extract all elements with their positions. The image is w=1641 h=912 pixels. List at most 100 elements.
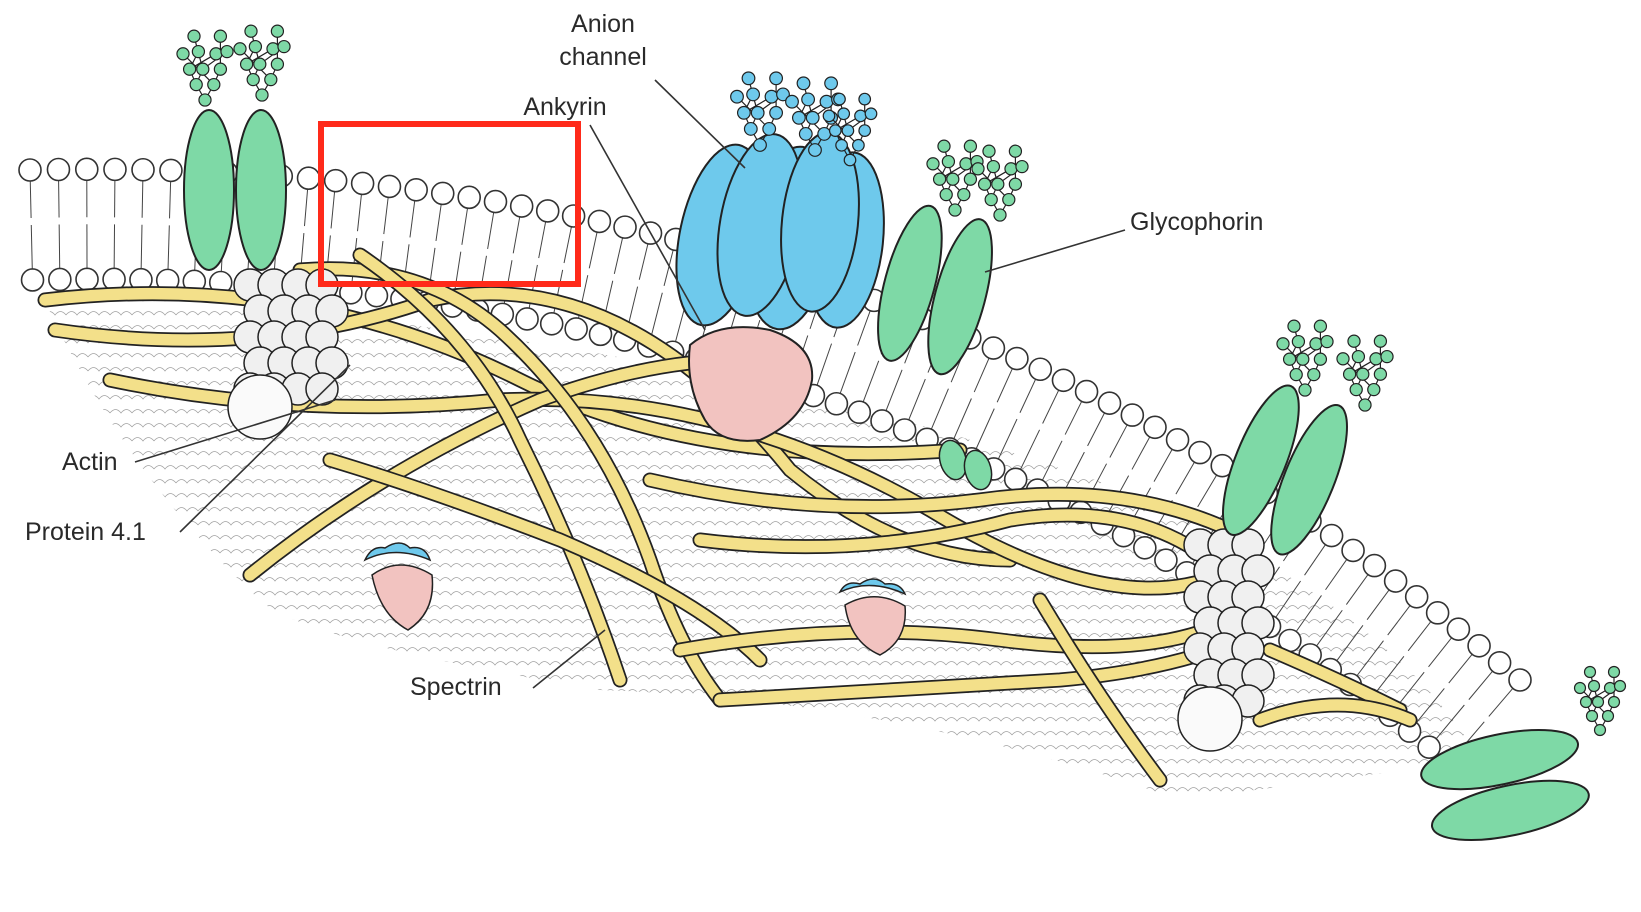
glycan-sugar <box>747 88 760 101</box>
glycan-sugar <box>1374 335 1386 347</box>
lipid-head-inner <box>565 318 587 340</box>
lipid-tail <box>817 344 832 386</box>
lipid-tail <box>436 204 441 241</box>
glycan-sugar <box>221 46 233 58</box>
lipid-tail <box>170 181 171 218</box>
glycan-sugar <box>947 173 959 185</box>
glycan-sugar <box>267 43 279 55</box>
glycan-sugar <box>949 204 961 216</box>
svg-text:Anion: Anion <box>571 10 635 38</box>
glycan-sugar <box>199 94 211 106</box>
glycan-sugar <box>960 158 972 170</box>
svg-text:Glycophorin: Glycophorin <box>1130 208 1263 236</box>
glycan-sugar <box>754 139 767 152</box>
glycan-sugar <box>214 30 226 42</box>
glycan-sugar <box>1593 697 1604 708</box>
glycan-sugar <box>1005 163 1017 175</box>
glycan-sugar <box>241 58 253 70</box>
lipid-tail <box>858 311 871 346</box>
glycan-sugar <box>972 163 984 175</box>
glycan-sugar <box>1009 178 1021 190</box>
glycan-sugar <box>818 128 831 141</box>
lipid-head-outer <box>1342 539 1364 561</box>
glycan-sugar <box>979 178 991 190</box>
glycan-sugar <box>1575 683 1586 694</box>
glycophorin-helix <box>184 110 234 270</box>
lipid-tail <box>304 189 307 226</box>
svg-text:Actin: Actin <box>62 448 118 476</box>
lipid-tail <box>974 358 989 392</box>
glycan-sugar <box>770 72 783 85</box>
lipid-tail <box>384 197 388 234</box>
lipid-head-outer <box>588 210 610 232</box>
lipid-tail <box>954 398 972 438</box>
lipid-tail <box>1326 559 1347 589</box>
label-glycophorin: Glycophorin <box>985 208 1263 272</box>
glycan-sugar <box>190 79 202 91</box>
glycan-sugar <box>184 63 196 75</box>
glycan-sugar <box>793 111 806 124</box>
lipid-tail <box>614 238 622 274</box>
glycan-sugar <box>1348 335 1360 347</box>
glycan-sugar <box>940 189 952 201</box>
glycan-sugar <box>859 93 871 105</box>
lipid-head-inner <box>49 268 71 290</box>
glycan-sugar <box>245 25 257 37</box>
glycan-sugar <box>799 128 812 141</box>
lipid-head-inner <box>365 285 387 307</box>
lipid-tail <box>1176 462 1195 494</box>
glycan-sugar <box>1357 368 1369 380</box>
lipid-head-outer <box>1385 570 1407 592</box>
glycan-sugar <box>738 106 751 119</box>
lipid-tail <box>141 225 142 269</box>
lipid-tail <box>840 352 855 393</box>
svg-text:Protein 4.1: Protein 4.1 <box>25 518 146 546</box>
lipid-head-inner <box>848 401 870 423</box>
glycan-sugar <box>1368 384 1380 396</box>
lipid-tail <box>1020 379 1036 413</box>
lipid-tail <box>1088 413 1105 446</box>
lipid-tail <box>168 225 169 269</box>
glycan-sugar <box>1352 351 1364 363</box>
svg-text:Ankyrin: Ankyrin <box>523 93 606 121</box>
glycan-sugar <box>1288 320 1300 332</box>
lipid-head-outer <box>1121 404 1143 426</box>
svg-text:channel: channel <box>559 43 647 71</box>
lipid-tail <box>1408 622 1431 651</box>
lipid-tail <box>1449 654 1472 683</box>
glycan-sugar <box>836 140 848 152</box>
glycan-sugar <box>809 144 822 157</box>
glycan-sugar <box>987 161 999 173</box>
glycan-sugar <box>834 93 846 105</box>
glycan-sugar <box>844 154 856 166</box>
lipid-tail <box>1132 437 1150 469</box>
lipid-head-outer <box>298 167 320 189</box>
glycan-sugar <box>208 79 220 91</box>
glycan-sugar <box>1308 369 1320 381</box>
lipid-head-outer <box>352 172 374 194</box>
lipid-tail <box>1043 390 1059 423</box>
lipid-head-outer <box>132 159 154 181</box>
lipid-head-outer <box>614 216 636 238</box>
glycan-sugar <box>994 209 1006 221</box>
lipid-head-outer <box>458 186 480 208</box>
lipid-tail <box>513 217 520 253</box>
glycan-sugar <box>763 123 776 136</box>
lipid-head-outer <box>1006 348 1028 370</box>
lipid-tail <box>1388 606 1410 635</box>
glycan-sugar <box>1292 336 1304 348</box>
glycan-sugar <box>234 43 246 55</box>
glycan-sugar <box>859 125 871 137</box>
lipid-tail <box>886 370 902 411</box>
glycan-sugar <box>1314 353 1326 365</box>
lipid-head-outer <box>1052 369 1074 391</box>
glycan-sugar <box>214 63 226 75</box>
lipid-head-inner <box>76 268 98 290</box>
glycan-sugar <box>1297 353 1309 365</box>
protein-4-1 <box>1178 687 1242 751</box>
lipid-tail <box>410 201 415 238</box>
glycan-sugar <box>985 194 997 206</box>
lipid-tail <box>931 389 948 430</box>
glycan-sugar <box>1344 368 1356 380</box>
